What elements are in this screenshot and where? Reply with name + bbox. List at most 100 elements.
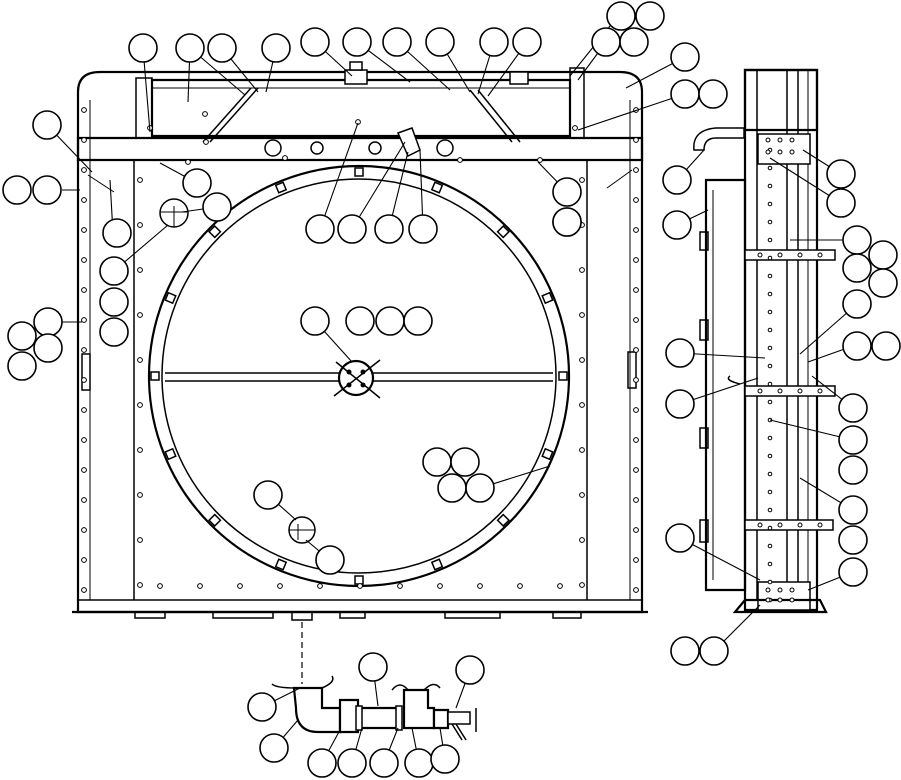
frame-bolt (204, 140, 209, 145)
side-bolts (758, 138, 822, 602)
stay-rod-left (210, 88, 258, 142)
callout-balloon (839, 456, 867, 484)
side-foot (735, 600, 826, 612)
left-handle (82, 354, 90, 390)
frame-bolt (138, 583, 143, 588)
frame-bolt (138, 358, 143, 363)
shroud-clip (276, 182, 286, 192)
side-bolt (766, 138, 770, 142)
callout-balloon (183, 169, 211, 197)
frame-bolt (478, 584, 483, 589)
drain-valve-detail (272, 676, 476, 740)
frame-bolt (138, 178, 143, 183)
shroud-clip (209, 226, 220, 237)
crossbar-port-3 (369, 142, 381, 154)
frame-bolt (138, 223, 143, 228)
drain-coupling (360, 708, 400, 728)
callout-balloon (405, 749, 433, 777)
right-handle (628, 352, 636, 388)
side-bolt (818, 523, 822, 527)
callout-balloon (839, 394, 867, 422)
callout-balloon (456, 656, 484, 684)
frame-bolt (138, 403, 143, 408)
callout-balloon (343, 28, 371, 56)
frame-bolt (634, 498, 639, 503)
frame-bolt (158, 584, 163, 589)
frame-bolt (138, 538, 143, 543)
side-bolt (768, 238, 772, 242)
side-brackets (745, 250, 835, 530)
side-bolt (768, 472, 772, 476)
callout-balloon (438, 474, 466, 502)
callout-balloon (480, 28, 508, 56)
filler-neck-right (510, 72, 528, 84)
frame-bolt (634, 258, 639, 263)
drain-elbow (294, 688, 340, 732)
side-bolt (768, 346, 772, 350)
callout-balloon (383, 28, 411, 56)
frame-bolt (186, 160, 191, 165)
frame-bolt (580, 178, 585, 183)
frame-bolt (634, 168, 639, 173)
frame-bolt (82, 198, 87, 203)
callout-balloon (620, 28, 648, 56)
outer-frame (78, 72, 642, 612)
callout-balloons (3, 2, 900, 777)
drain-cock (448, 712, 470, 724)
side-bolt (766, 588, 770, 592)
upper-crossbar (78, 138, 642, 160)
drain-washer-right (396, 706, 402, 730)
shroud-clip (498, 226, 509, 237)
callout-balloon (671, 43, 699, 71)
shroud-clip (559, 372, 567, 380)
side-bolt (778, 150, 782, 154)
bottom-feet (135, 612, 581, 620)
callout-balloon (839, 496, 867, 524)
shroud-clip (209, 515, 220, 526)
side-bolt (768, 454, 772, 458)
side-bolt (768, 292, 772, 296)
frame-bolt (283, 156, 288, 161)
crossbar-port-1 (265, 140, 281, 156)
side-bolt (766, 150, 770, 154)
callout-balloon (663, 166, 691, 194)
callout-balloon (872, 332, 900, 360)
hub-bolt-2 (360, 369, 366, 375)
callout-balloon (100, 257, 128, 285)
frame-bolt (82, 138, 87, 143)
frame-bolt (82, 228, 87, 233)
callout-balloon (513, 28, 541, 56)
side-top-tank (745, 70, 817, 130)
side-bolt (768, 544, 772, 548)
shroud-clips (151, 168, 567, 584)
callout-balloon (700, 637, 728, 665)
side-bolt (778, 389, 782, 393)
frame-bolt (634, 408, 639, 413)
callout-balloon (592, 28, 620, 56)
frame-bolt (580, 268, 585, 273)
side-bolt (798, 389, 802, 393)
side-shroud-ribs (700, 232, 708, 542)
side-view (694, 70, 835, 612)
side-top-block (758, 134, 810, 164)
callout-balloon (431, 745, 459, 773)
frame-bolt (82, 588, 87, 593)
frame-bolt (634, 438, 639, 443)
shroud-clip (355, 168, 363, 176)
callout-balloon (827, 189, 855, 217)
callout-balloon (843, 226, 871, 254)
frame-bolt (580, 403, 585, 408)
callout-balloon (129, 34, 157, 62)
side-bolt (768, 202, 772, 206)
shroud-clip (542, 293, 552, 303)
callout-balloon (338, 215, 366, 243)
side-bolt (768, 562, 772, 566)
callout-balloon (827, 160, 855, 188)
callout-balloon (100, 288, 128, 316)
callout-balloon (466, 474, 494, 502)
hub-strut-2 (336, 362, 380, 398)
shroud-clip (542, 449, 552, 459)
frame-bolt (634, 468, 639, 473)
callout-balloon (671, 80, 699, 108)
